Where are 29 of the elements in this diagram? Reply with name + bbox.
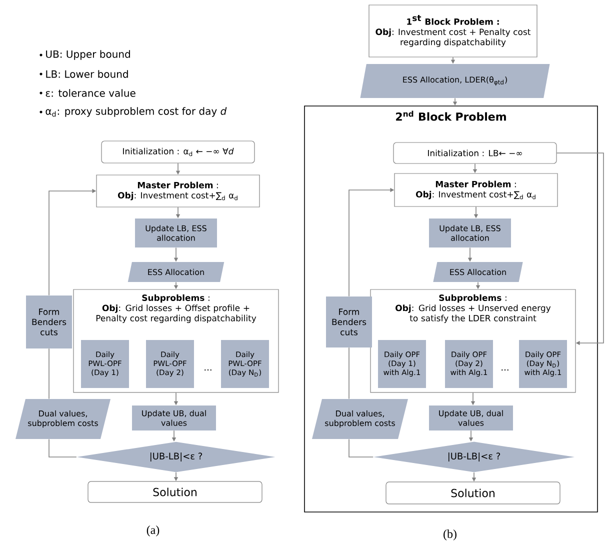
bullet-item: UB: Upper bound: [40, 50, 130, 60]
process-box: Master Problem : Obj: Investment cost+∑$_{d}$ α$_{d}$: [96, 174, 260, 208]
process-box: Update UB, dual values: [429, 405, 513, 430]
process-box: Update LB, ESS allocation: [135, 218, 217, 248]
data-parallelogram: ESS Allocation, LDER(θ$_{φtd}$): [360, 64, 550, 98]
bullet-item: LB: Lower bound: [40, 70, 128, 78]
rounded-box: Solution: [88, 481, 262, 503]
ellipsis: ...: [502, 369, 508, 371]
rounded-box: Initialization : LB← −∞: [393, 142, 557, 164]
panel-caption: (b): [444, 530, 456, 540]
rounded-box: Solution: [386, 482, 560, 504]
process-box: Master Problem : Obj: Investment cost+∑$_{d}$ α$_{d}$: [394, 173, 558, 207]
process-box: Update UB, dual values: [132, 405, 216, 430]
rounded-box: Initialization : α$_{d}$ ← −∞ ∀d: [101, 140, 255, 164]
arrow: [48, 438, 77, 458]
bullet-item: ε: tolerance value: [40, 89, 136, 97]
ellipsis: ...: [204, 369, 212, 371]
process-box: Form Benders cuts: [326, 296, 372, 348]
arrow: [348, 438, 374, 458]
bullet-item: α$_{d}$: proxy subproblem cost for day d: [40, 107, 227, 117]
block-problem-box: $\textbf{1}^{\textbf{st}}\textbf{ Block Problem :}$ Obj: Investment cost + Penalty cost regarding dispatchability: [368, 4, 538, 58]
panel-caption: (a): [146, 526, 160, 536]
data-parallelogram: Dual values, subproblem costs: [312, 398, 408, 439]
process-box: Update LB, ESS allocation: [429, 218, 511, 248]
process-box: Form Benders cuts: [26, 296, 72, 348]
data-parallelogram: ESS Allocation: [128, 262, 224, 282]
arrow: [556, 152, 604, 346]
data-parallelogram: ESS Allocation: [433, 262, 523, 282]
data-parallelogram: Dual values, subproblem costs: [16, 398, 111, 439]
